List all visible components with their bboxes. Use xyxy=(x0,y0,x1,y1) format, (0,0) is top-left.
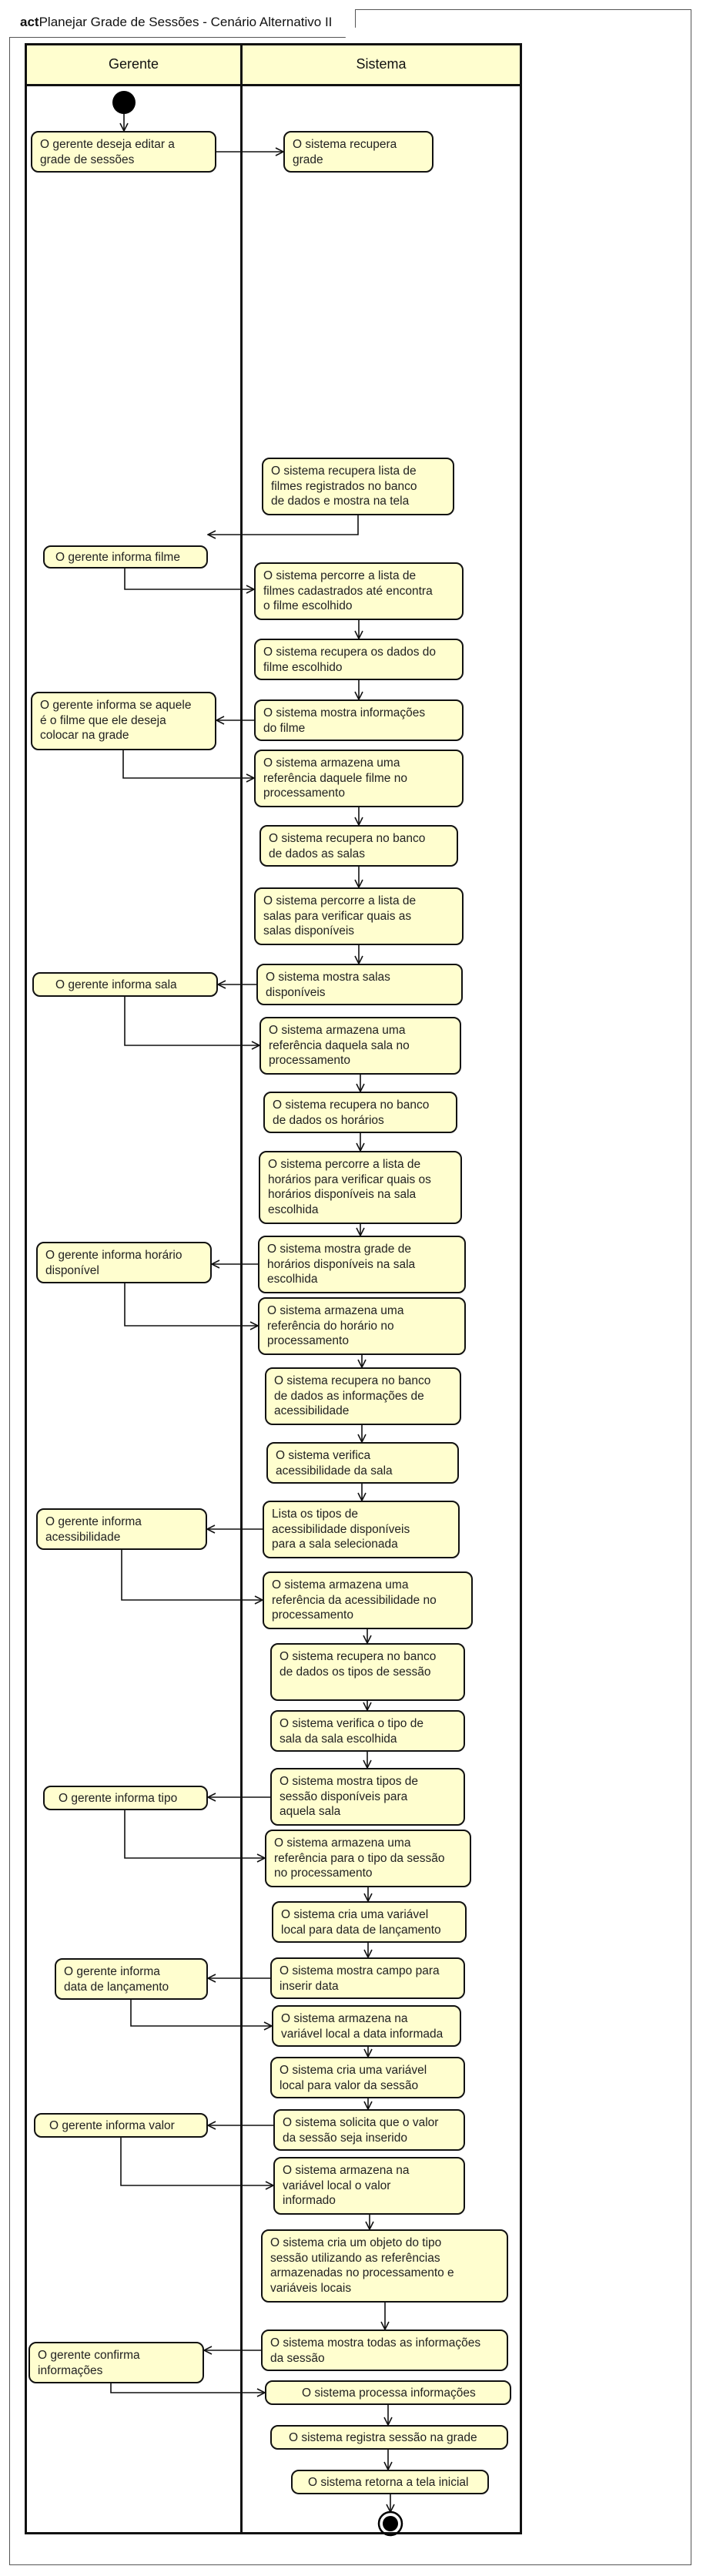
action-gerente-informa-acessibilidade: O gerente informa acessibilidade xyxy=(36,1508,207,1550)
action-sistema-recupera-grade: O sistema recupera grade xyxy=(283,131,434,173)
action-sistema-mostra-info-filme: O sistema mostra informações do filme xyxy=(254,699,464,741)
action-sistema-mostra-campo-data: O sistema mostra campo para inserir data xyxy=(270,1957,465,1999)
action-gerente-deseja-editar: O gerente deseja editar a grade de sessõ… xyxy=(31,131,216,173)
action-sistema-recupera-filmes: O sistema recupera lista de filmes regis… xyxy=(262,458,454,515)
action-sistema-mostra-salas: O sistema mostra salas disponíveis xyxy=(256,964,463,1005)
action-gerente-informa-horario: O gerente informa horário disponível xyxy=(36,1242,212,1283)
edge-layer xyxy=(110,114,390,2512)
action-sistema-percorre-salas: O sistema percorre a lista de salas para… xyxy=(254,887,464,945)
action-sistema-solicita-valor: O sistema solicita que o valor da sessão… xyxy=(273,2109,465,2151)
frame-title-name: Planejar Grade de Sessões - Cenário Alte… xyxy=(38,15,333,29)
action-sistema-armazena-filme: O sistema armazena uma referência daquel… xyxy=(254,750,464,807)
control-flow-edge xyxy=(124,1283,258,1326)
action-gerente-informa-tipo: O gerente informa tipo xyxy=(43,1786,208,1810)
action-sistema-armazena-valor: O sistema armazena na variável local o v… xyxy=(273,2157,465,2215)
action-sistema-processa: O sistema processa informações xyxy=(265,2380,511,2405)
final-node-ring xyxy=(377,2511,403,2537)
control-flow-edge xyxy=(124,569,254,589)
action-sistema-recupera-tipos-sessao: O sistema recupera no banco de dados os … xyxy=(270,1643,465,1701)
action-sistema-recupera-dados-filme: O sistema recupera os dados do filme esc… xyxy=(254,639,464,680)
control-flow-edge xyxy=(122,750,254,778)
action-sistema-cria-variavel-data: O sistema cria uma variável local para d… xyxy=(272,1901,467,1943)
action-gerente-informa-confirmacao-filme: O gerente informa se aquele é o filme qu… xyxy=(31,692,216,750)
initial-node xyxy=(112,91,136,114)
action-sistema-recupera-salas: O sistema recupera no banco de dados as … xyxy=(259,825,458,867)
action-sistema-armazena-tipo: O sistema armazena uma referência para o… xyxy=(265,1830,471,1887)
final-node-dot xyxy=(383,2516,398,2531)
control-flow-edge xyxy=(130,2000,272,2026)
control-flow-edge xyxy=(124,1810,265,1858)
lane-sistema: Sistema xyxy=(240,43,522,2534)
action-sistema-verifica-acessibilidade: O sistema verifica acessibilidade da sal… xyxy=(266,1442,459,1484)
action-sistema-armazena-sala: O sistema armazena uma referência daquel… xyxy=(259,1017,461,1075)
lane-gerente-header: Gerente xyxy=(27,45,240,86)
action-sistema-mostra-grade-horarios: O sistema mostra grade de horários dispo… xyxy=(258,1236,466,1293)
action-sistema-lista-acessibilidade: Lista os tipos de acessibilidade disponí… xyxy=(263,1501,460,1558)
action-gerente-informa-data: O gerente informa data de lançamento xyxy=(55,1958,208,2000)
action-gerente-informa-sala: O gerente informa sala xyxy=(32,972,218,997)
control-flow-edge xyxy=(120,2138,273,2185)
control-flow-edge xyxy=(110,2383,265,2393)
frame-title-keyword: act xyxy=(20,15,39,29)
frame-title: actPlanejar Grade de Sessões - Cenário A… xyxy=(9,9,356,38)
control-flow-edge xyxy=(124,997,259,1045)
action-sistema-percorre-horarios: O sistema percorre a lista de horários p… xyxy=(259,1151,462,1224)
action-sistema-verifica-tipo-sala: O sistema verifica o tipo de sala da sal… xyxy=(270,1710,465,1752)
action-sistema-cria-objeto-sessao: O sistema cria um objeto do tipo sessão … xyxy=(261,2229,508,2303)
action-sistema-armazena-data: O sistema armazena na variável local a d… xyxy=(272,2005,461,2047)
lane-sistema-header: Sistema xyxy=(243,45,520,86)
action-sistema-armazena-acessibilidade: O sistema armazena uma referência da ace… xyxy=(263,1571,473,1629)
action-sistema-registra: O sistema registra sessão na grade xyxy=(270,2425,508,2450)
action-sistema-mostra-tipos-sessao: O sistema mostra tipos de sessão disponí… xyxy=(270,1768,465,1826)
control-flow-edge xyxy=(121,1550,263,1600)
action-gerente-informa-valor: O gerente informa valor xyxy=(34,2113,208,2138)
action-sistema-recupera-acessibilidade: O sistema recupera no banco de dados as … xyxy=(265,1367,461,1425)
action-gerente-informa-filme: O gerente informa filme xyxy=(43,545,208,569)
action-sistema-percorre-filmes: O sistema percorre a lista de filmes cad… xyxy=(254,562,464,620)
action-sistema-retorna: O sistema retorna a tela inicial xyxy=(291,2470,489,2494)
action-gerente-confirma: O gerente confirma informações xyxy=(28,2342,204,2383)
action-sistema-mostra-todas-informacoes: O sistema mostra todas as informações da… xyxy=(261,2329,508,2371)
action-sistema-recupera-horarios: O sistema recupera no banco de dados os … xyxy=(263,1092,457,1133)
action-sistema-armazena-horario: O sistema armazena uma referência do hor… xyxy=(258,1297,466,1355)
action-sistema-cria-variavel-valor: O sistema cria uma variável local para v… xyxy=(270,2057,465,2098)
control-flow-edge xyxy=(208,515,359,535)
